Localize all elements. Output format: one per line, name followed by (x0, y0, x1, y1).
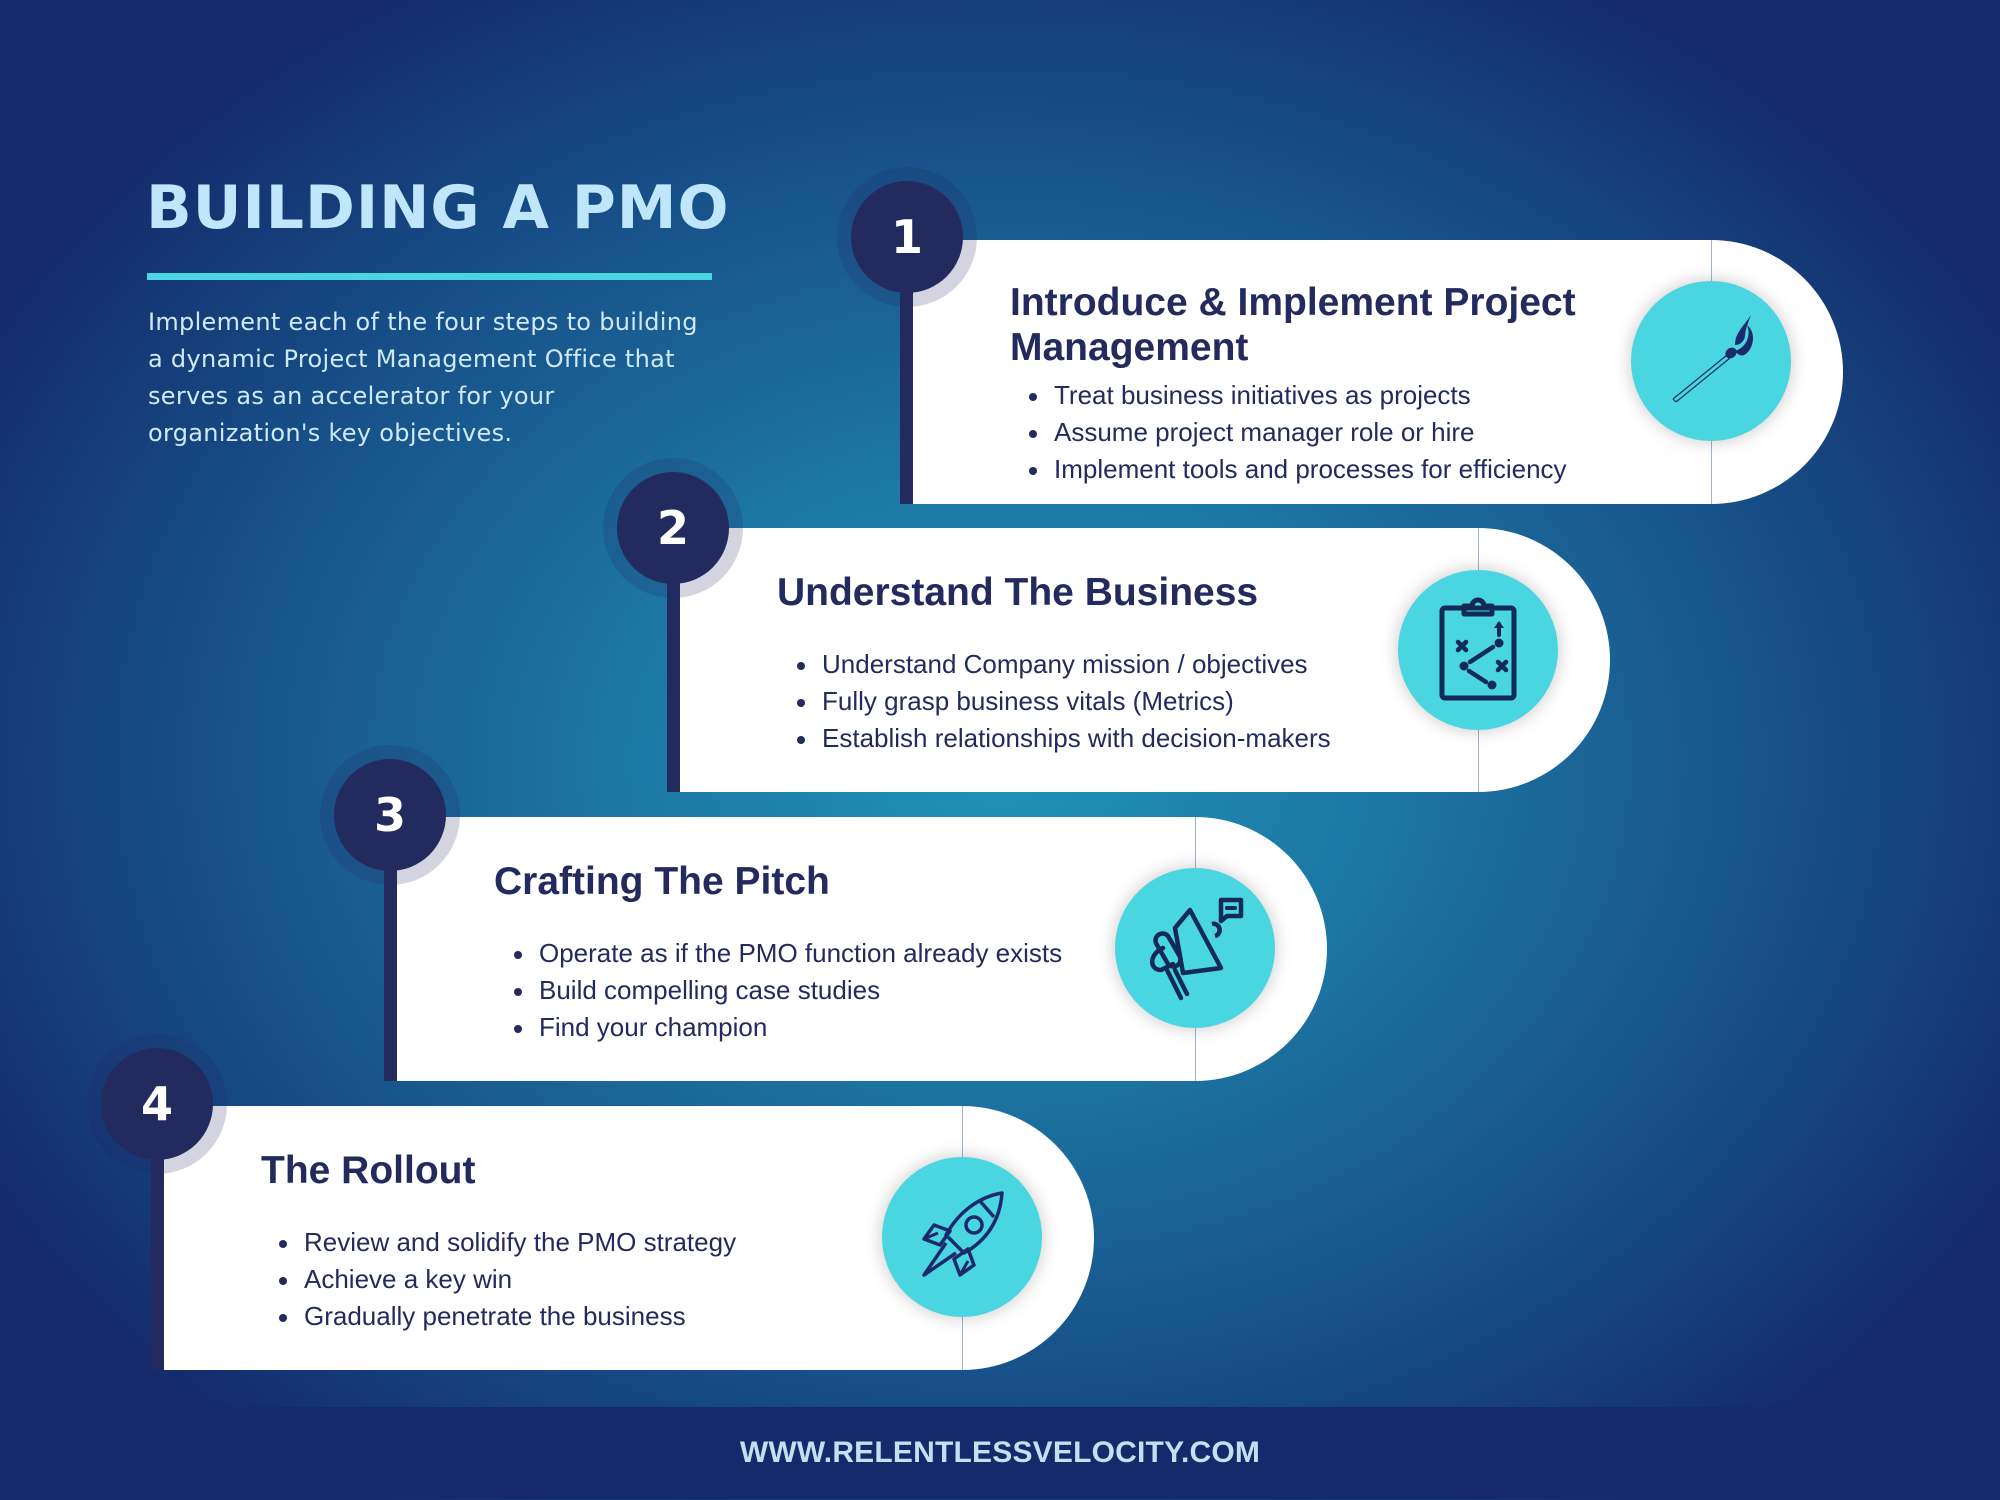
bullet-item: Assume project manager role or hire (1027, 414, 1567, 451)
megaphone-icon (1150, 897, 1244, 1001)
step-number-badge: 1 (851, 181, 963, 293)
step-bullets: Treat business initiatives as projects A… (1027, 377, 1567, 488)
title-underline (147, 273, 712, 280)
bullet-item: Treat business initiatives as projects (1027, 377, 1567, 414)
bullet-item: Gradually penetrate the business (277, 1298, 736, 1335)
footer-bar: WWW.RELENTLESSVELOCITY.COM (0, 1407, 2000, 1499)
step-number-badge: 4 (101, 1048, 213, 1160)
bullet-item: Understand Company mission / objectives (795, 646, 1331, 683)
clipboard-strategy-icon (1439, 597, 1517, 701)
bullet-item: Implement tools and processes for effici… (1027, 451, 1567, 488)
lit-match-icon (1672, 315, 1753, 403)
step-bullets: Understand Company mission / objectives … (795, 646, 1331, 757)
bullet-item: Review and solidify the PMO strategy (277, 1224, 736, 1261)
step-heading: Understand The Business (777, 571, 1259, 614)
step-connector (384, 837, 397, 1081)
bullet-item: Achieve a key win (277, 1261, 736, 1298)
page-title: BUILDING A PMO (146, 173, 730, 243)
bullet-item: Build compelling case studies (512, 972, 1062, 1009)
step-connector (900, 260, 913, 504)
intro-text: Implement each of the four steps to buil… (148, 308, 698, 447)
bullet-item: Establish relationships with decision-ma… (795, 720, 1331, 757)
rocket-icon (922, 1191, 1004, 1277)
bullet-item: Find your champion (512, 1009, 1062, 1046)
step-number-badge: 2 (617, 472, 729, 584)
step-connector (667, 548, 680, 792)
bullet-item: Fully grasp business vitals (Metrics) (795, 683, 1331, 720)
icon-disc (1398, 570, 1558, 730)
step-heading: The Rollout (261, 1149, 476, 1192)
step-heading: Introduce & Implement Project Management (1010, 281, 1576, 369)
bullet-item: Operate as if the PMO function already e… (512, 935, 1062, 972)
step-bullets: Operate as if the PMO function already e… (512, 935, 1062, 1046)
website-link[interactable]: WWW.RELENTLESSVELOCITY.COM (739, 1436, 1261, 1469)
step-connector (151, 1126, 164, 1370)
step-number-badge: 3 (334, 759, 446, 871)
icon-disc (1115, 868, 1275, 1028)
icon-disc (1631, 281, 1791, 441)
icon-disc (882, 1157, 1042, 1317)
step-bullets: Review and solidify the PMO strategy Ach… (277, 1224, 736, 1335)
step-heading: Crafting The Pitch (494, 860, 830, 903)
step-card: Understand The Business Understand Compa… (673, 528, 1610, 792)
